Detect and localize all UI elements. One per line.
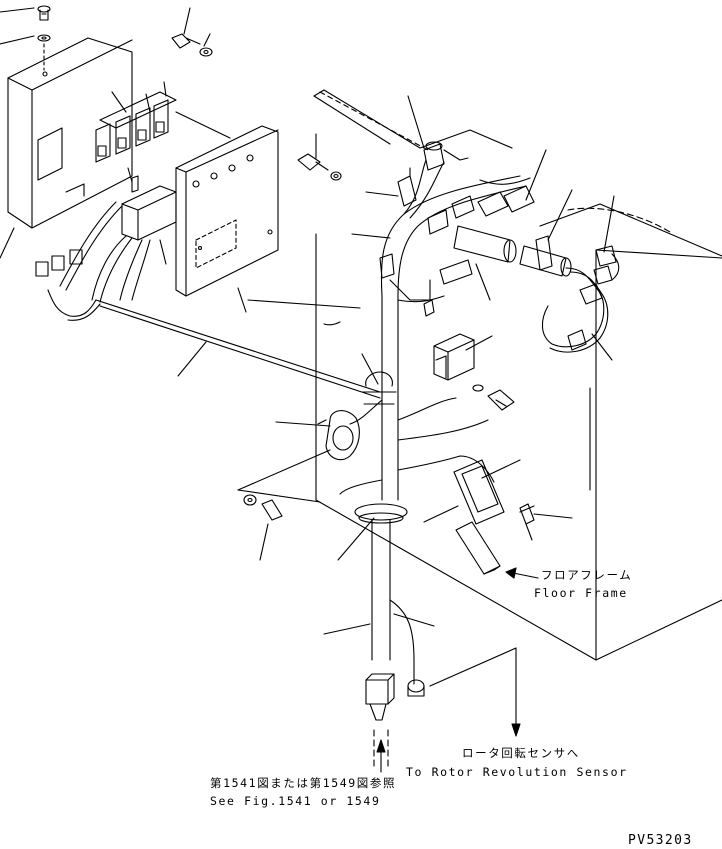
bolt-mid-right xyxy=(472,384,515,411)
screw-lower-right xyxy=(519,503,535,541)
cylinder-modules xyxy=(453,225,572,277)
floor-frame-label-en: Floor Frame xyxy=(534,586,628,600)
floor-frame-arrow xyxy=(505,567,539,579)
mounting-plate xyxy=(175,125,279,297)
connector-bottom xyxy=(365,673,425,771)
rotor-sensor-arrow xyxy=(429,647,521,737)
see-fig-label-en: See Fig.1541 or 1549 xyxy=(210,794,381,808)
relay-box-mid xyxy=(433,333,475,381)
see-fig-arrow xyxy=(376,739,386,773)
left-harness xyxy=(35,201,381,399)
right-harness xyxy=(479,177,620,353)
relay-set xyxy=(95,91,177,163)
main-harness xyxy=(339,159,527,685)
floor-frame-label-jp: フロアフレーム xyxy=(541,568,633,582)
leader-lines-right xyxy=(247,95,615,635)
harness-clamp xyxy=(354,371,408,524)
cab-frame xyxy=(313,89,722,661)
floor-frame-bracket xyxy=(453,459,505,575)
drawing-code: PV53203 xyxy=(628,833,693,848)
rotary-switch xyxy=(317,410,360,461)
screw-top-left xyxy=(37,5,51,71)
terminal-block xyxy=(121,175,177,241)
bolt-upper-center xyxy=(297,153,417,207)
connectors-upper xyxy=(379,185,553,317)
screw-lower-left xyxy=(237,449,331,521)
rotor-sensor-label-jp: ロータ回転センサへ xyxy=(462,746,580,760)
leader-lines-left xyxy=(0,7,247,377)
see-fig-label-jp: 第1541図または第1549図参照 xyxy=(210,776,397,790)
sensor-top xyxy=(423,141,469,171)
bolt-washer-upper xyxy=(171,33,213,57)
controller-box xyxy=(7,37,133,229)
rotor-sensor-label-en: To Rotor Revolution Sensor xyxy=(406,765,628,779)
